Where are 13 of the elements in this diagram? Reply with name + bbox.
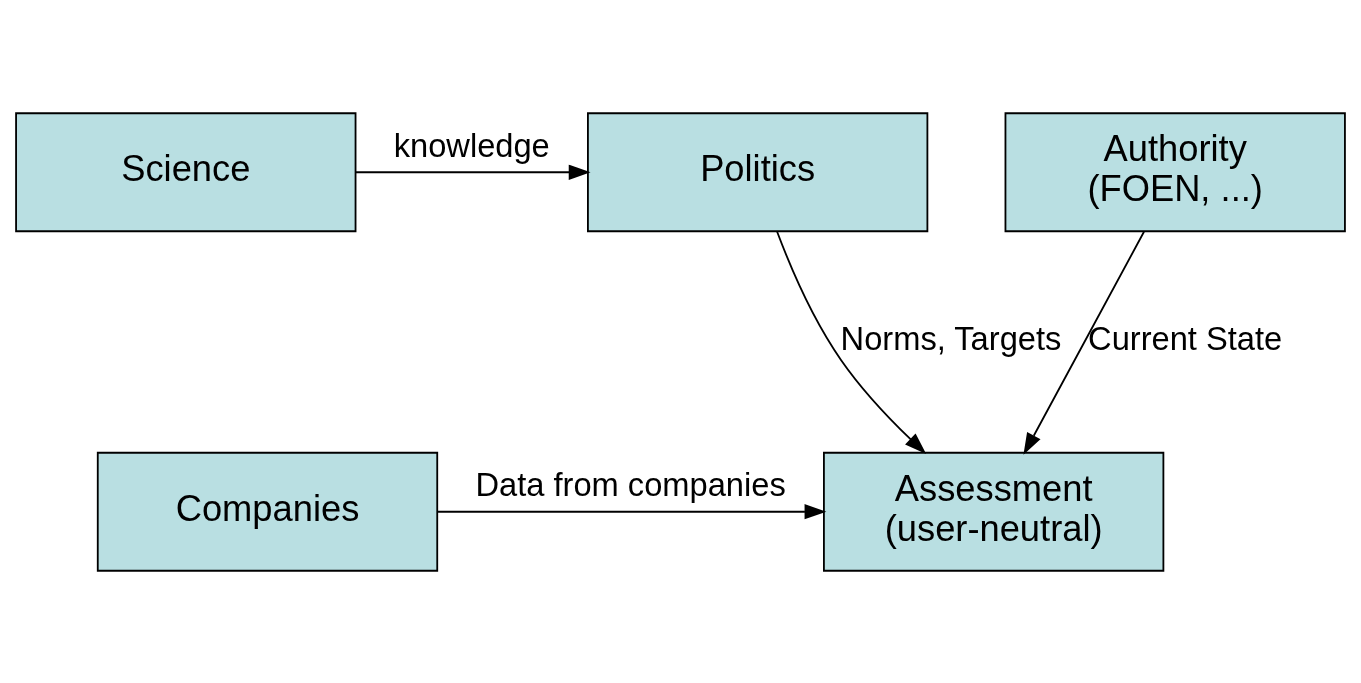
node-box: Assessment (user-neutral) (823, 451, 1165, 572)
edge-label: knowledge (393, 126, 550, 164)
edge-label: Norms, Targets (840, 319, 1062, 357)
edge-label: Current State (1088, 319, 1283, 357)
arrow (776, 230, 927, 454)
arrow (354, 164, 591, 180)
node-box: Politics (587, 111, 929, 232)
node-box: Science (15, 111, 357, 232)
node-box: Companies (96, 451, 439, 572)
arrow (436, 503, 827, 519)
node-box: Authority (FOEN, ...) (1004, 111, 1346, 232)
edge-label: Data from companies (475, 465, 786, 503)
arrow (1023, 230, 1145, 455)
